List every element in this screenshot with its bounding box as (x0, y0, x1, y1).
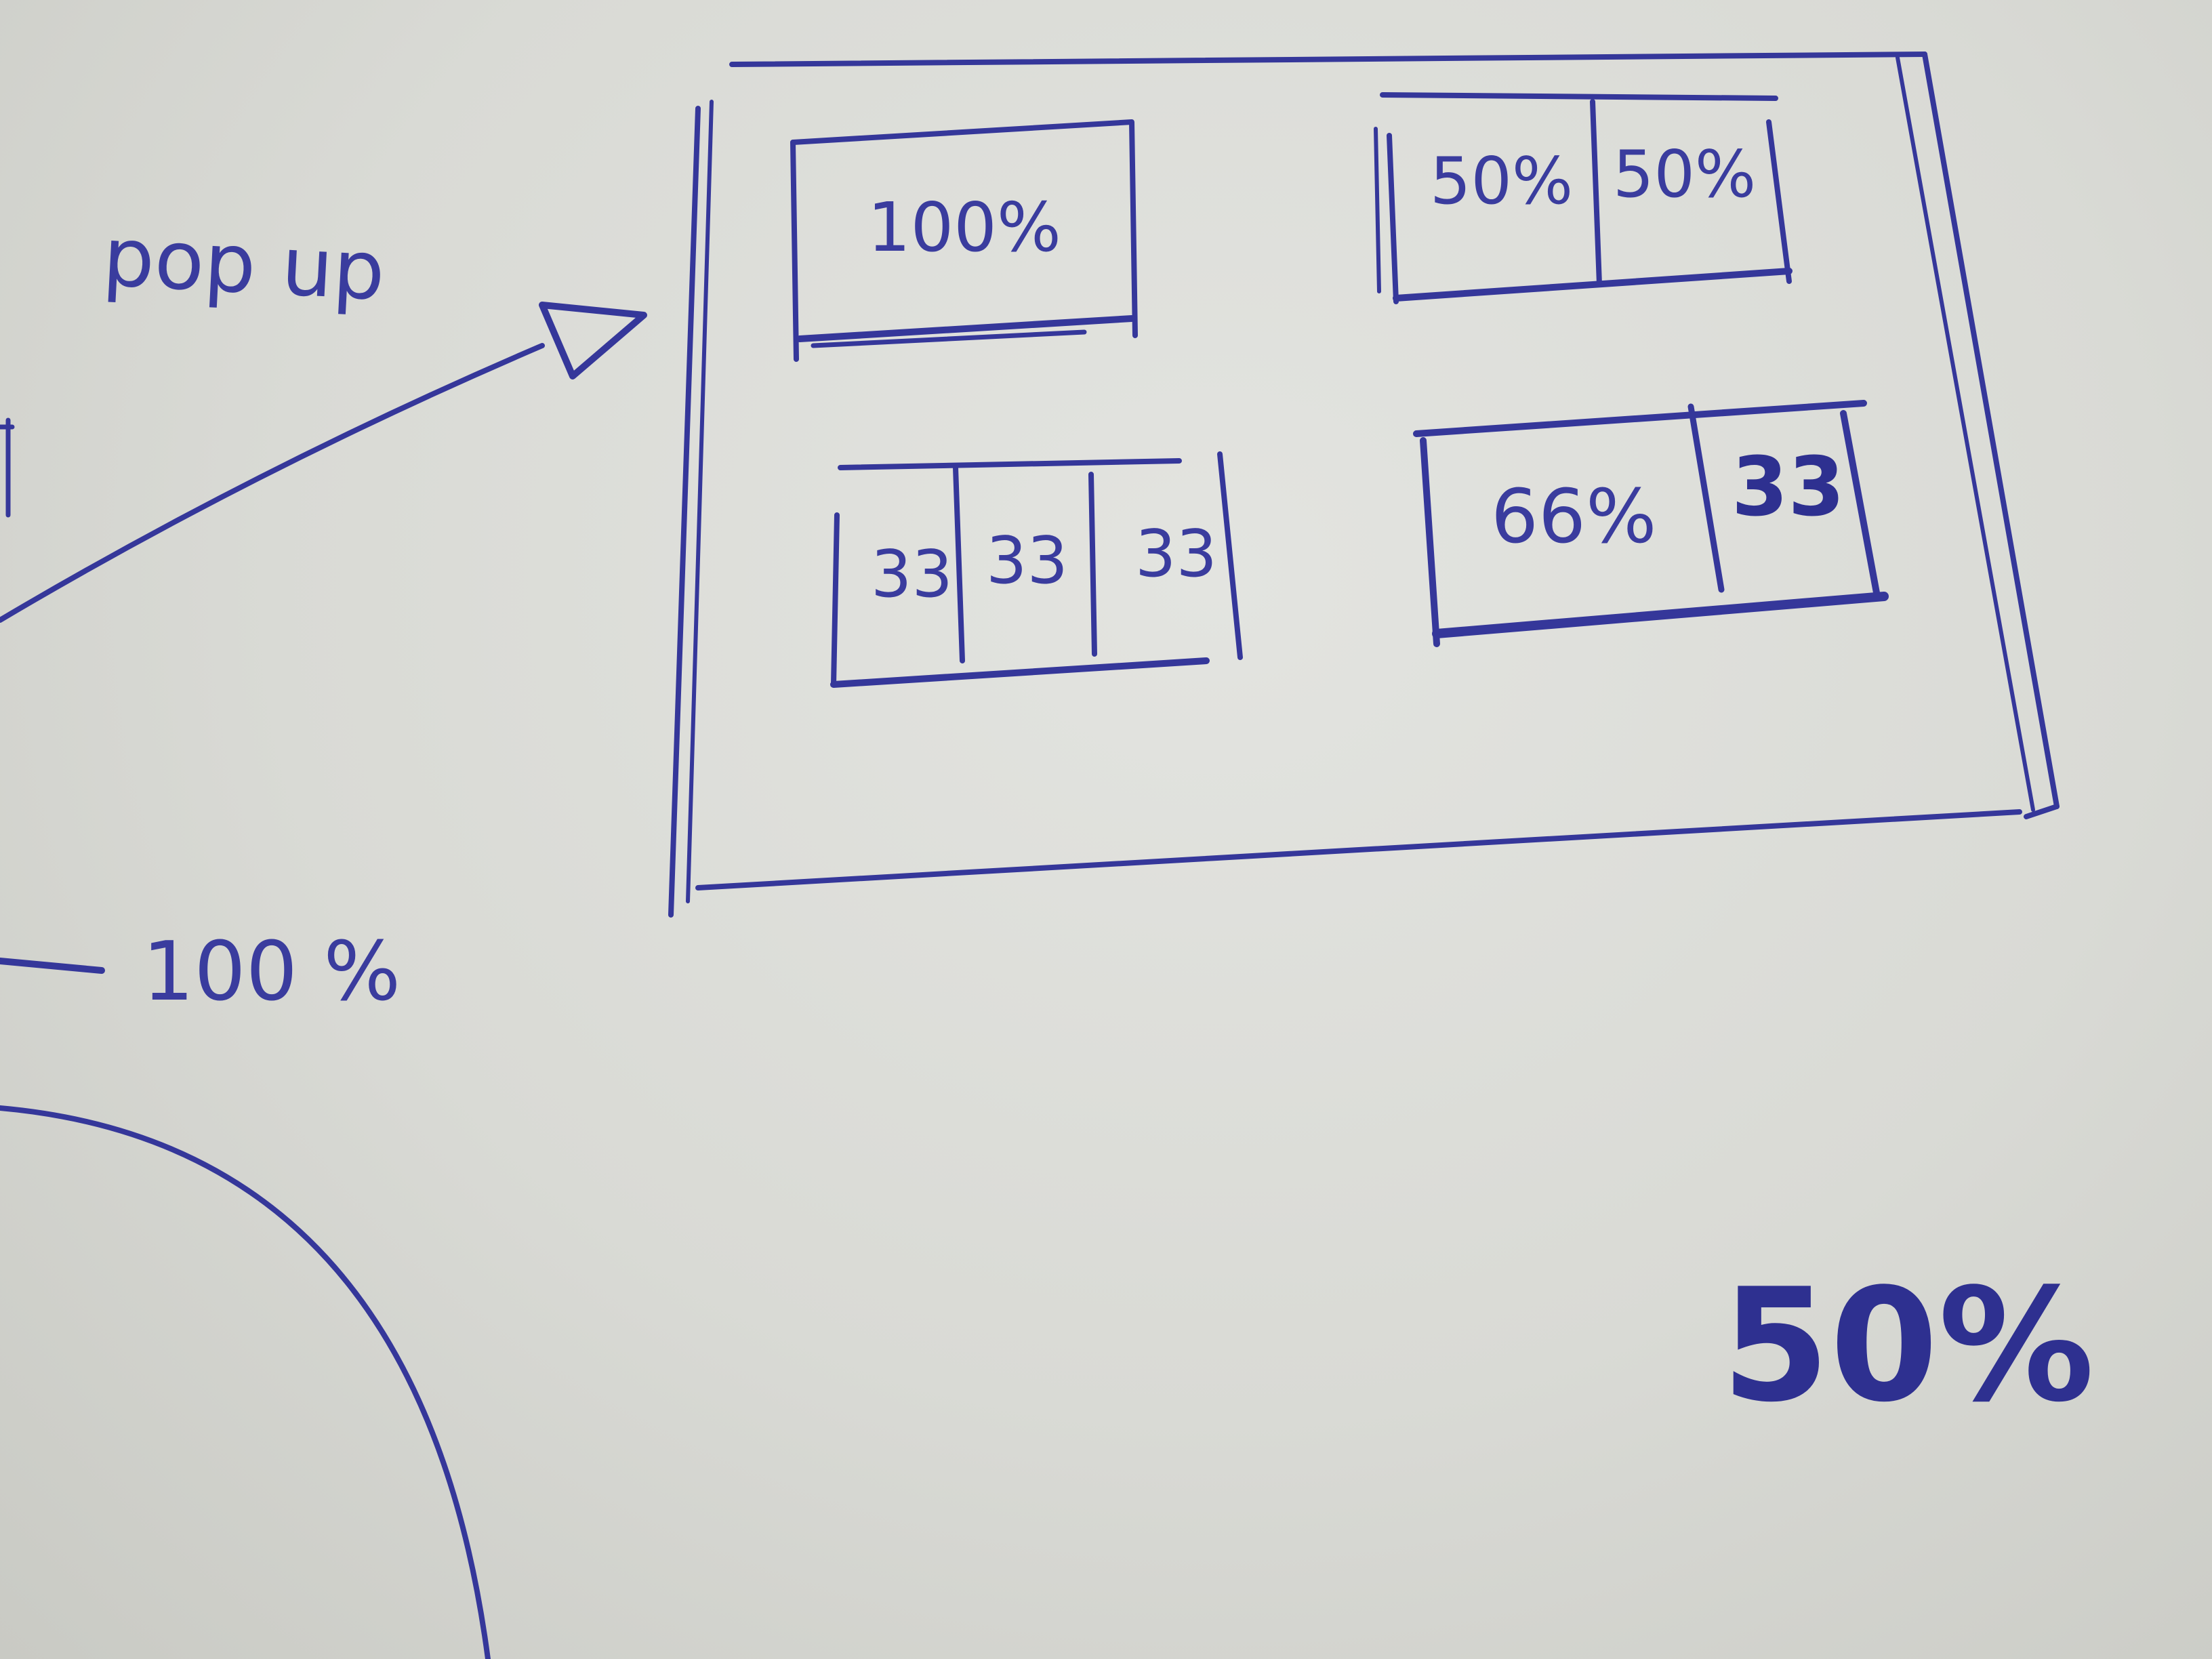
cell-33-b: 33 (986, 524, 1068, 598)
cell-33-bold: 33 (1732, 441, 1845, 535)
circle-arc (0, 1105, 491, 1659)
layout-three-columns: 33 33 33 (830, 451, 1243, 688)
cell-33-c: 33 (1135, 517, 1217, 592)
layout-two-columns: 50% 50% (1374, 92, 1793, 304)
full-width-label: 100 % (142, 925, 401, 1019)
cell-66: 66% (1491, 473, 1657, 560)
layout-two-thirds-one-third: 66% 33 (1413, 400, 1889, 647)
full-width-annotation: 100 % (0, 925, 401, 1019)
popup-frame (668, 52, 2060, 918)
cell-100: 100% (867, 188, 1061, 267)
layout-one-column: 100% (790, 119, 1138, 362)
cell-50-right: 50% (1613, 138, 1756, 212)
cell-50-left: 50% (1430, 144, 1573, 219)
popup-annotation: pop up (100, 210, 387, 319)
half-annotation: 50% (1721, 1256, 2095, 1437)
edge-mark (0, 417, 15, 518)
cell-33-a: 33 (871, 537, 953, 612)
arrow-to-popup (0, 302, 647, 623)
